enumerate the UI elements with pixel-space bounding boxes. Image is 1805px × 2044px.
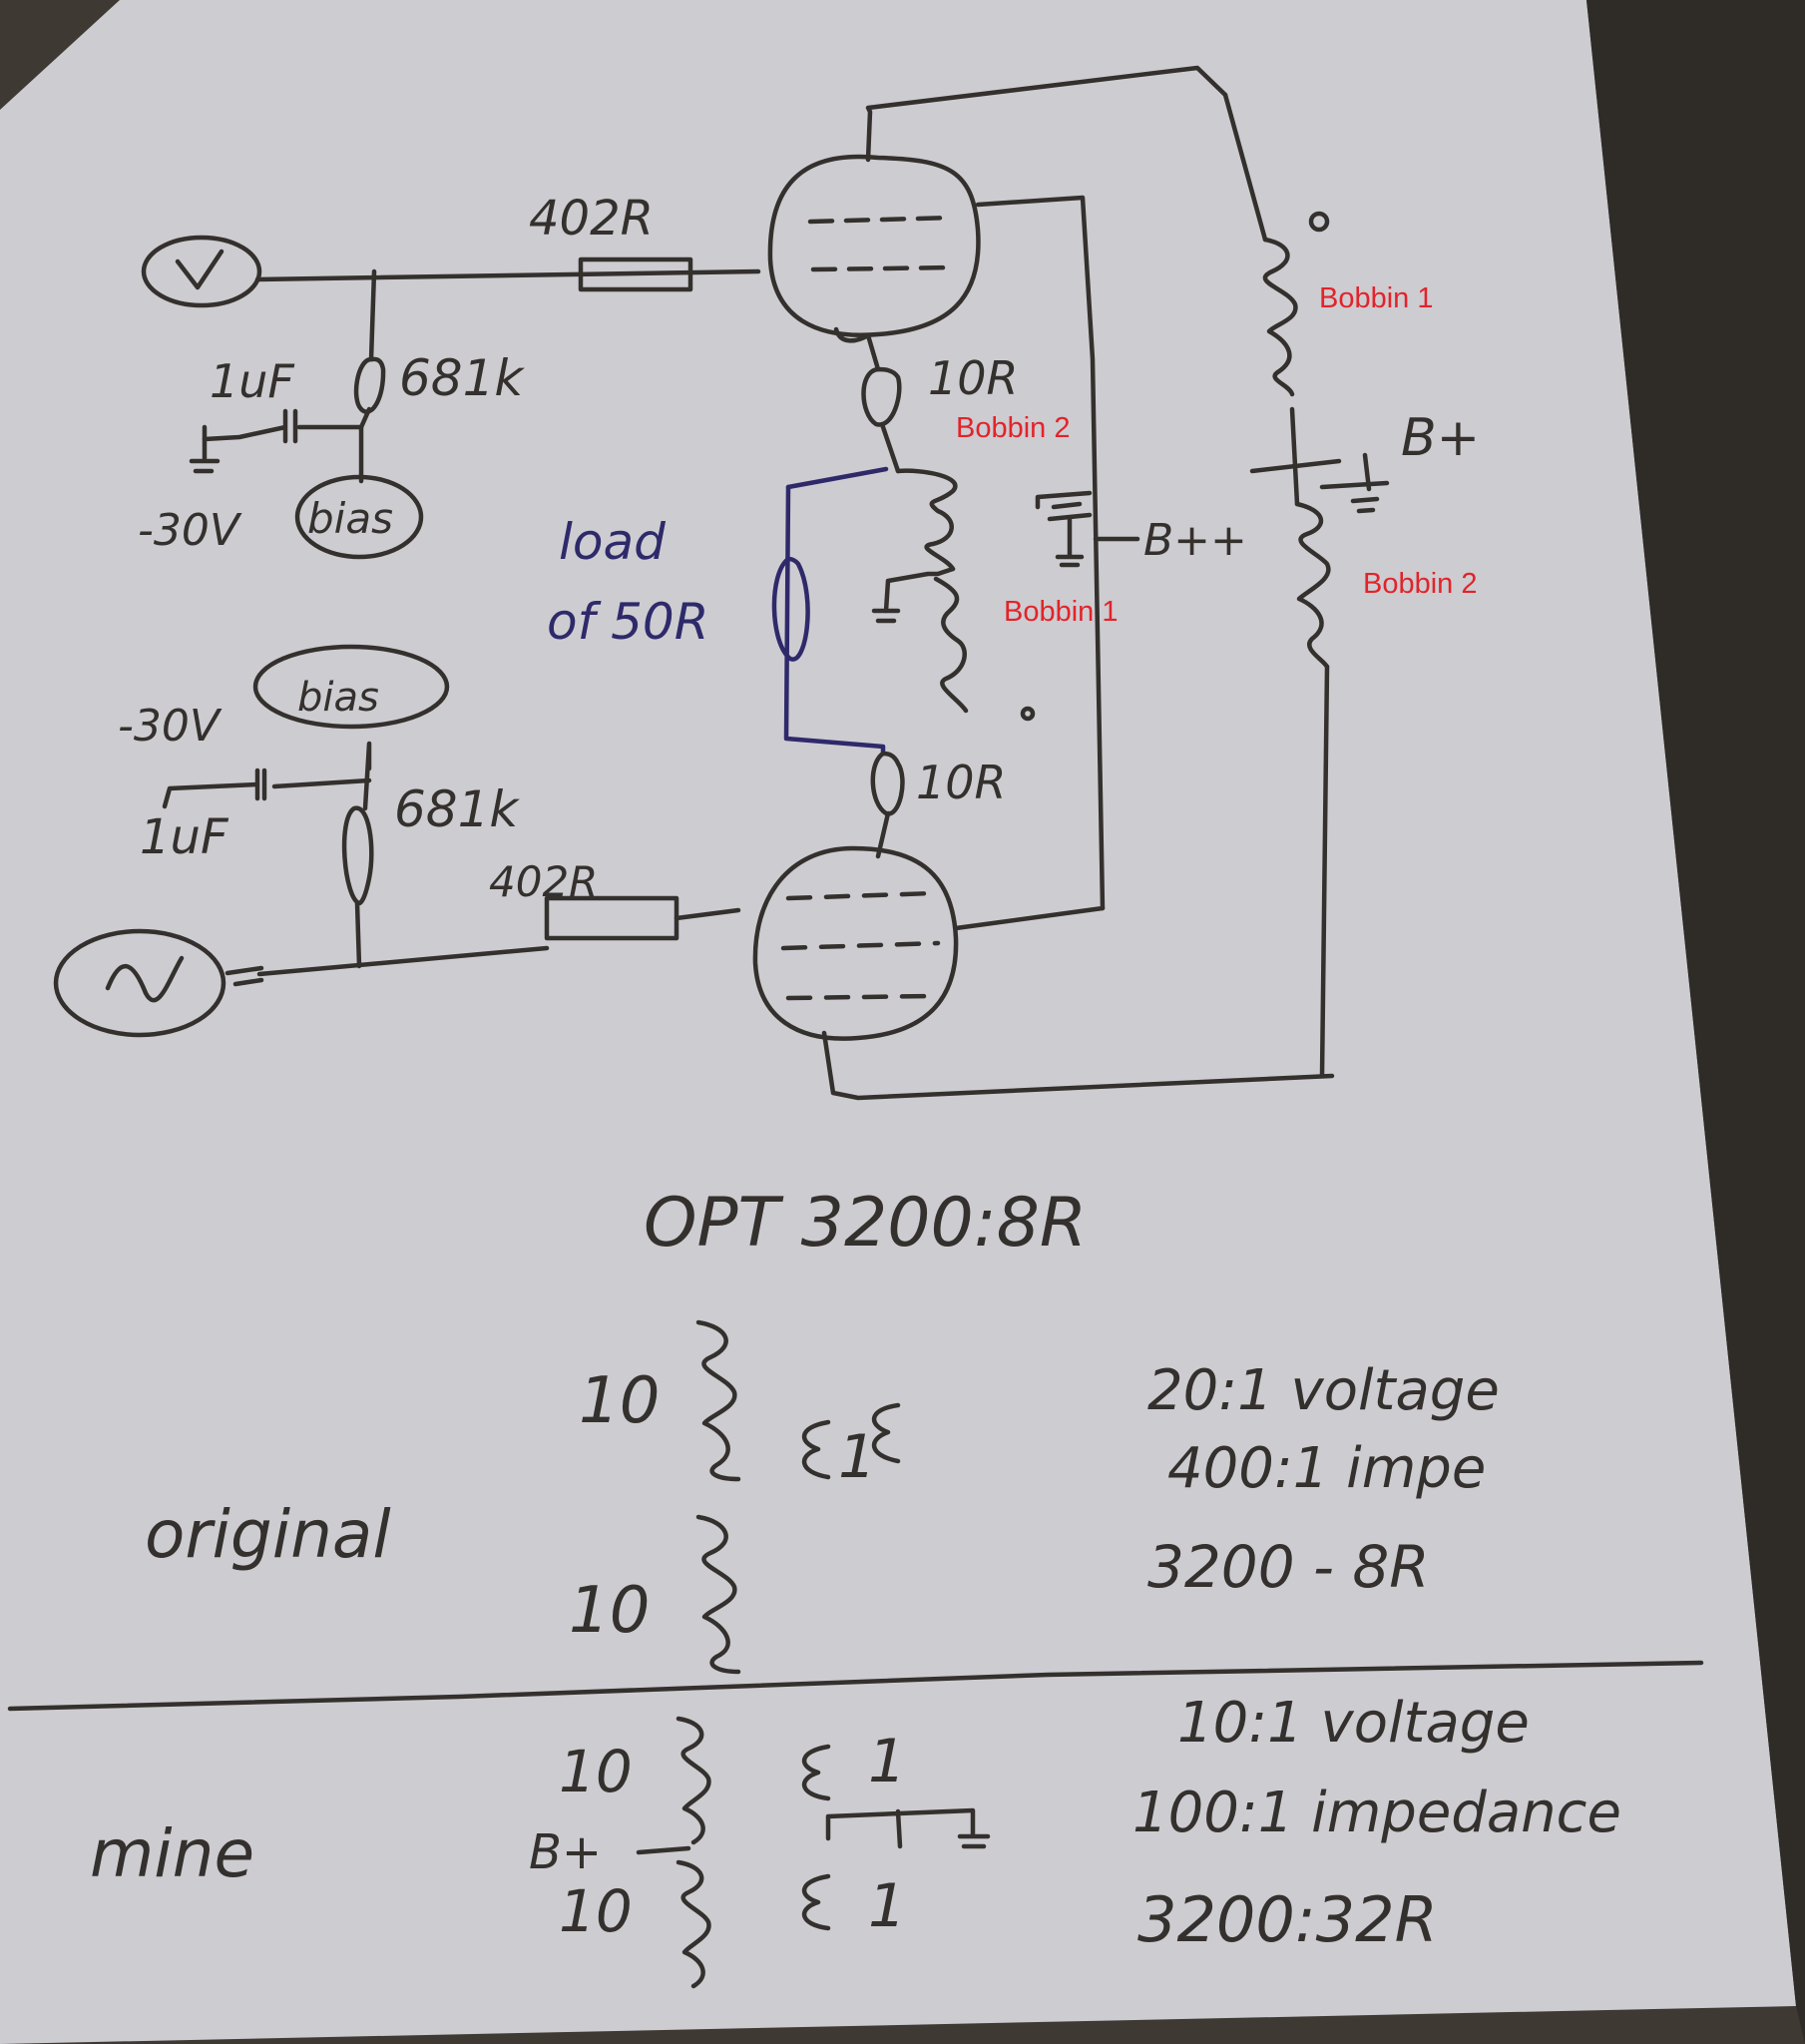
cathode-resistor-top: 10R (861, 351, 1019, 474)
mine-secondary-coil-1 (801, 1744, 831, 1801)
signal-source-bottom (53, 928, 264, 1038)
cathode-winding (871, 468, 1036, 722)
cathode-resistor-bottom-label: 10R (916, 756, 1007, 809)
mine-secondary-coil-2 (801, 1873, 831, 1931)
annotation-bobbin2-cathode: Bobbin 2 (956, 412, 1071, 444)
bias-network-bottom: 681k 1uF bias -30V (118, 644, 520, 969)
mine-coil-1 (676, 1716, 711, 1845)
mine-tap: B+ (529, 1824, 602, 1880)
original-winding-1: 10 (579, 1364, 660, 1438)
original-coil-1 (695, 1319, 741, 1482)
mine-label: mine (90, 1815, 254, 1892)
mine-ratio-voltage: 10:1 voltage (1177, 1691, 1530, 1756)
mine-ratio-ohms: 3200:32R (1137, 1883, 1438, 1956)
annotation-bobbin1-plate: Bobbin 1 (1319, 282, 1434, 314)
grid-resistor-top: 402R (529, 191, 693, 292)
paper-shade (1586, 0, 1805, 2044)
tube-bottom (752, 845, 1335, 1101)
tube-top (767, 65, 1228, 911)
cathode-resistor-top-label: 10R (928, 351, 1019, 405)
mine-winding-2: 10 (559, 1877, 633, 1945)
mine-winding-1: 10 (559, 1738, 633, 1805)
load-text-line1: load (559, 513, 666, 571)
mine-tap-line (636, 1845, 691, 1855)
signal-source-top (141, 235, 761, 308)
original-secondary: 1 (838, 1422, 876, 1492)
bplusplus-label: B++ (1143, 515, 1247, 566)
bias-voltage-bottom: -30V (118, 701, 223, 752)
bias-label-top: bias (307, 494, 393, 543)
original-ratio-ohms: 3200 - 8R (1147, 1533, 1430, 1601)
grid-resistor-bottom: 402R (256, 857, 741, 977)
original-coil-2 (695, 1514, 741, 1675)
mine-coil-2 (676, 1859, 711, 1989)
mine-ratio-impedance: 100:1 impedance (1132, 1781, 1621, 1845)
plate-winding: B+ (1222, 92, 1480, 1079)
bias-cap-top-label: 1uF (210, 354, 294, 408)
annotation-bobbin2-plate: Bobbin 2 (1363, 568, 1478, 600)
original-ratio-voltage: 20:1 voltage (1147, 1358, 1500, 1423)
bias-cap-bottom-label: 1uF (140, 809, 229, 865)
bias-voltage-top: -30V (138, 505, 242, 556)
section-divider (7, 1660, 1704, 1712)
mine-secondary-1: 1 (868, 1727, 906, 1796)
bplusplus-supply: B++ (1035, 490, 1247, 568)
cathode-resistor-bottom: 10R (870, 751, 1007, 859)
original-label: original (145, 1496, 391, 1573)
grid-resistor-bottom-label: 402R (489, 857, 598, 906)
load-text-line2: of 50R (547, 593, 708, 651)
original-winding-2: 10 (569, 1574, 650, 1648)
bias-resistor-top-label: 681k (399, 349, 525, 407)
load-resistor: load of 50R (547, 466, 889, 757)
bias-label-bottom: bias (297, 675, 379, 721)
annotation-bobbin1-cathode: Bobbin 1 (1004, 596, 1119, 628)
bias-resistor-bottom-label: 681k (394, 780, 520, 838)
opt-title: OPT 3200:8R (644, 1184, 1087, 1263)
mine-secondary-2: 1 (868, 1871, 906, 1941)
mine-center-tap (825, 1807, 991, 1849)
bplus-label-plate: B+ (1401, 408, 1480, 468)
original-ratio-impedance: 400:1 impe (1167, 1436, 1486, 1501)
grid-resistor-top-label: 402R (529, 191, 654, 247)
original-secondary-coil (801, 1402, 901, 1480)
bias-network-top: 681k 1uF bias -30V (138, 268, 525, 560)
